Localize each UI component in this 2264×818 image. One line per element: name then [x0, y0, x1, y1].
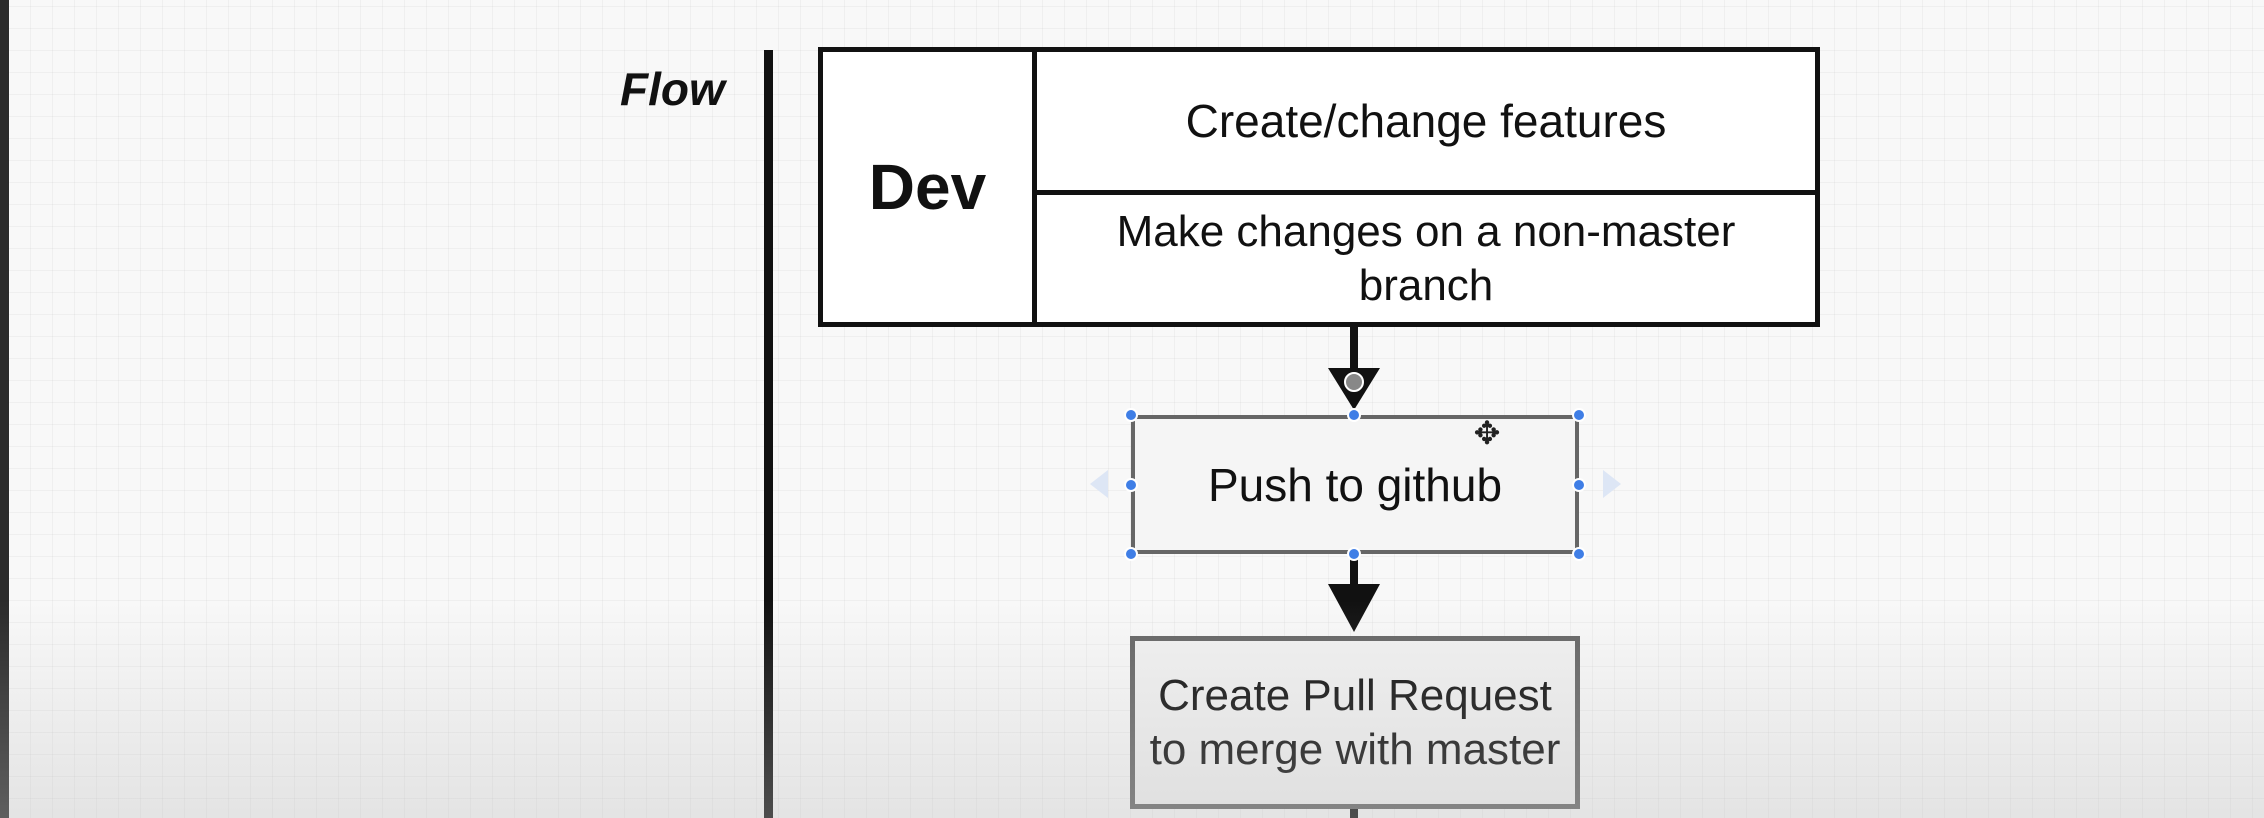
lane-divider: [764, 50, 773, 818]
window-edge: [0, 0, 9, 818]
resize-handle-top-right[interactable]: [1572, 408, 1586, 422]
dev-task-non-master-branch[interactable]: Make changes on a non-master branch: [1116, 206, 1736, 310]
step-push-to-github[interactable]: Push to github: [1131, 415, 1579, 554]
dev-task-create-features[interactable]: Create/change features: [1037, 52, 1815, 195]
resize-handle-bottom[interactable]: [1347, 547, 1361, 561]
resize-handle-bottom-right[interactable]: [1572, 547, 1586, 561]
resize-handle-right[interactable]: [1572, 478, 1586, 492]
step-create-pull-request[interactable]: Create Pull Request to merge with master: [1130, 636, 1580, 809]
quick-connect-left-arrow-icon[interactable]: [1090, 470, 1108, 498]
arrowhead-push-to-pr: [1328, 584, 1380, 632]
quick-connect-right-arrow-icon[interactable]: [1603, 470, 1621, 498]
move-cursor-icon: ✥: [1473, 415, 1501, 451]
resize-handle-top[interactable]: [1347, 408, 1361, 422]
dev-block-title: Dev: [823, 52, 1037, 322]
connection-point-icon: [1344, 372, 1364, 392]
lane-label: Flow: [620, 63, 725, 115]
resize-handle-bottom-left[interactable]: [1124, 547, 1138, 561]
dev-block[interactable]: Dev Create/change features Make changes …: [818, 47, 1820, 327]
resize-handle-top-left[interactable]: [1124, 408, 1138, 422]
resize-handle-left[interactable]: [1124, 478, 1138, 492]
